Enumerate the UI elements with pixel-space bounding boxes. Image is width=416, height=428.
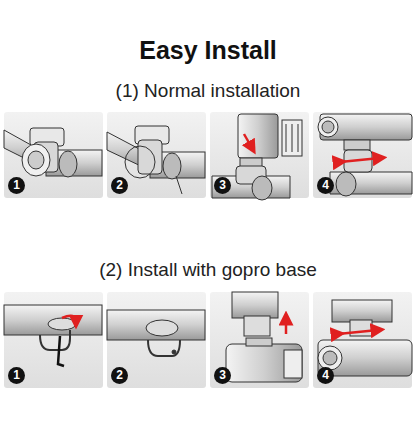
callout-number: 4 xyxy=(317,367,334,384)
section-heading: (1) Normal installation xyxy=(0,80,416,102)
callout-number: 2 xyxy=(111,367,128,384)
callout-number: 3 xyxy=(214,367,231,384)
step-panel: 3 xyxy=(210,292,309,388)
callout-number: 3 xyxy=(214,177,231,194)
callout-number: 4 xyxy=(317,177,334,194)
section-heading: (2) Install with gopro base xyxy=(0,259,416,281)
diagram-title: Easy Install xyxy=(0,36,416,65)
callout-number: 1 xyxy=(8,367,25,384)
step-panel: 4 xyxy=(313,292,412,388)
step-panel: 2 xyxy=(107,292,206,388)
step-panel: 1 xyxy=(4,112,103,198)
step-panel: 1 xyxy=(4,292,103,388)
callout-number: 2 xyxy=(111,177,128,194)
step-panel: 2 xyxy=(107,112,206,198)
callout-number: 1 xyxy=(8,177,25,194)
step-panel: 3 xyxy=(210,112,309,198)
step-panel: 4 xyxy=(313,112,412,198)
